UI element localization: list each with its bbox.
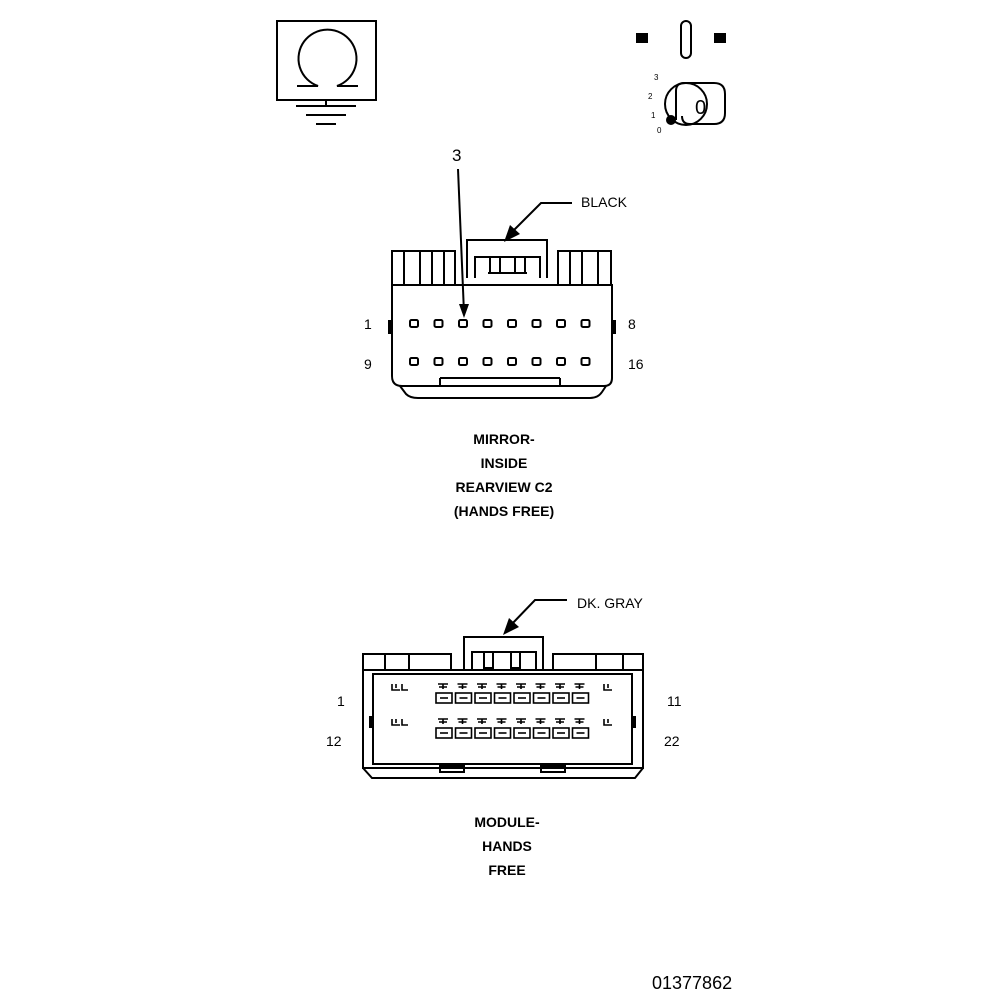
c2-pin-cavity (458, 357, 468, 366)
color-leader-line (509, 599, 567, 627)
c2-pin-cavity (580, 319, 591, 328)
c2-pin-label-16: 16 (628, 356, 644, 372)
ignition-position-3: 3 (654, 73, 659, 82)
color-leader-line (510, 202, 572, 234)
module-pin-cavity (571, 718, 590, 739)
c2-pin-cavity (580, 357, 591, 366)
module-pin-label-11: 11 (667, 693, 682, 709)
connector-c2 (388, 168, 616, 399)
module-pin-cavity (552, 718, 570, 739)
module-title-line: HANDS (482, 838, 532, 854)
ignition-position-1: 1 (651, 111, 656, 120)
c2-connector-title: MIRROR- INSIDE REARVIEW C2 (HANDS FREE) (384, 427, 624, 523)
c2-pin-cavity (458, 319, 468, 328)
c2-pin-cavity (409, 357, 419, 366)
pin-callout-arrow (457, 168, 465, 314)
c2-title-line: MIRROR- (473, 431, 535, 447)
module-pin-label-12: 12 (326, 733, 342, 749)
module-color-label: DK. GRAY (577, 595, 643, 611)
c2-callout-pin-number: 3 (452, 146, 462, 165)
c2-pin-cavity (482, 357, 493, 366)
c2-pin-label-9: 9 (364, 356, 372, 372)
module-pin-cavity (532, 718, 551, 739)
c2-pin-cavity (433, 357, 444, 366)
module-pin-cavity (513, 683, 531, 704)
ignition-switch-icon: 0 (636, 20, 726, 126)
module-pin-cavity (513, 718, 531, 739)
module-pin-cavity (493, 718, 512, 739)
c2-pin-cavity (507, 319, 517, 328)
module-connector-title: MODULE- HANDS FREE (387, 810, 627, 882)
figure-id: 01377862 (652, 973, 733, 993)
module-title-line: MODULE- (474, 814, 540, 830)
module-pin-cavity (571, 683, 590, 704)
c2-pin-cavity (556, 319, 566, 328)
c2-pin-cavity (531, 357, 542, 366)
module-pin-cavity (603, 719, 612, 726)
module-pin-label-22: 22 (664, 733, 680, 749)
c2-pin-cavity (433, 319, 444, 328)
module-pin-cavity (603, 684, 612, 691)
module-pin-cavity (391, 719, 408, 726)
c2-title-line: (HANDS FREE) (453, 503, 555, 519)
c2-pin-cavity (409, 319, 419, 328)
module-pin-cavity (454, 683, 473, 704)
module-pin-cavity (435, 683, 453, 704)
module-pin-cavity (474, 683, 492, 704)
module-pin-cavity (552, 683, 570, 704)
c2-pin-label-1: 1 (364, 316, 372, 332)
c2-title-line: REARVIEW C2 (455, 479, 553, 495)
module-pin-cavity (435, 718, 453, 739)
module-pin-cavity (454, 718, 473, 739)
c2-pin-cavities (409, 319, 591, 366)
c2-title-line: INSIDE (480, 455, 528, 471)
c2-pin-cavity (556, 357, 566, 366)
connector-module (362, 599, 644, 779)
ignition-position-2: 2 (648, 92, 653, 101)
ground-icon (276, 20, 377, 125)
module-pin-cavity (391, 684, 408, 691)
module-pin-cavities (391, 683, 612, 739)
c2-pin-cavity (482, 319, 493, 328)
module-pin-cavity (474, 718, 492, 739)
ignition-position-0: 0 (657, 126, 662, 135)
c2-pin-label-8: 8 (628, 316, 636, 332)
c2-pin-cavity (531, 319, 542, 328)
c2-pin-cavity (507, 357, 517, 366)
module-pin-cavity (493, 683, 512, 704)
module-pin-label-1: 1 (337, 693, 345, 709)
module-title-line: FREE (488, 862, 526, 878)
c2-color-label: BLACK (581, 194, 627, 210)
ignition-key-label: 0 (695, 97, 706, 119)
module-pin-cavity (532, 683, 551, 704)
